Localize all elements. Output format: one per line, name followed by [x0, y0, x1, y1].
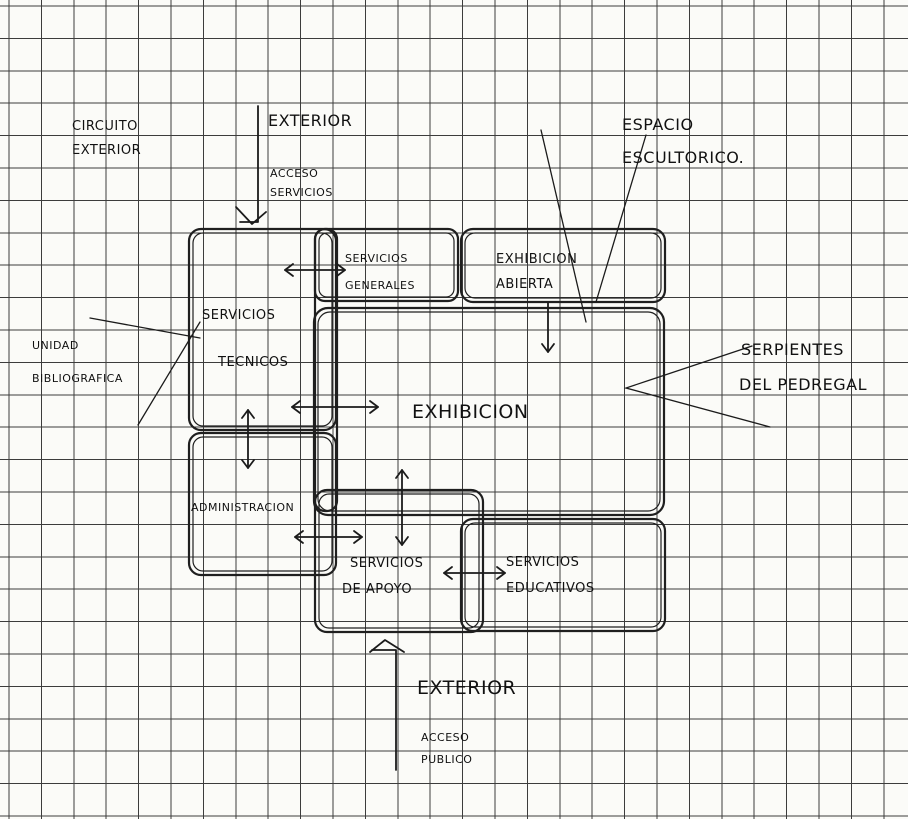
exhibicion-box-inner — [317, 311, 661, 512]
label-servicios-generales-2: GENERALES — [345, 279, 415, 292]
label-escultorico: ESCULTORICO. — [622, 148, 744, 167]
arrow-abierta-exhibicion — [541, 302, 555, 353]
serpientes-pointer — [623, 345, 771, 428]
arrow-apoyo-educativos — [443, 566, 506, 580]
administracion-box-inner — [192, 436, 333, 572]
pointer-lines — [89, 129, 771, 428]
arrow-exhibicion-apoyo — [395, 469, 409, 546]
unidad-pointer-1 — [89, 317, 201, 339]
label-exhibicion: EXHIBICION — [412, 401, 529, 423]
exhibicion-abierta-box — [459, 227, 667, 304]
arrow-acceso-publico — [369, 639, 405, 771]
label-unidad: UNIDAD — [32, 339, 79, 352]
label-del-pedregal: DEL PEDREGAL — [739, 375, 867, 394]
room-boxes — [187, 227, 667, 634]
label-bibliografica: BIBLIOGRAFICA — [32, 372, 123, 385]
servicios-apoyo-box — [313, 488, 485, 634]
labels: CIRCUITO EXTERIOR EXTERIOR ACCESO SERVIC… — [32, 111, 867, 766]
circulation-strip — [313, 227, 339, 513]
exhibicion-abierta-box-inner — [464, 232, 662, 299]
unidad-pointer-2 — [137, 321, 201, 426]
arrow-acceso-servicios — [235, 105, 267, 225]
label-acceso-publico-1: ACCESO — [421, 731, 469, 744]
label-exhibicion-abierta-2: ABIERTA — [496, 277, 553, 292]
label-exterior-top: EXTERIOR — [268, 111, 352, 130]
label-acceso-servicios-1: ACCESO — [270, 167, 318, 180]
label-servicios-tecnicos-1: SERVICIOS — [202, 308, 275, 323]
label-acceso-publico-2: PUBLICO — [421, 753, 472, 766]
label-servicios-apoyo-1: SERVICIOS — [350, 556, 423, 571]
servicios-educativos-box-inner — [464, 522, 662, 628]
servicios-generales-box-inner — [318, 232, 455, 298]
label-acceso-servicios-2: SERVICIOS — [270, 186, 333, 199]
label-servicios-tecnicos-2: TECNICOS — [217, 355, 288, 370]
servicios-apoyo-box-inner — [318, 493, 480, 629]
label-circuito-exterior: EXTERIOR — [72, 143, 141, 158]
arrow-tecnicos-exhibicion — [291, 400, 379, 414]
label-servicios-educativos-2: EDUCATIVOS — [506, 581, 595, 596]
label-servicios-generales-1: SERVICIOS — [345, 252, 408, 265]
label-exterior-bottom: EXTERIOR — [417, 677, 516, 699]
servicios-tecnicos-box-inner — [192, 232, 333, 427]
label-circuito: CIRCUITO — [72, 119, 138, 134]
label-exhibicion-abierta-1: EXHIBICION — [496, 252, 577, 267]
arrows — [235, 105, 555, 771]
arrow-tecnicos-administracion — [241, 409, 255, 469]
servicios-educativos-box — [459, 517, 667, 633]
label-espacio: ESPACIO — [622, 115, 694, 134]
label-serpientes: SERPIENTES — [741, 340, 844, 359]
label-servicios-educativos-1: SERVICIOS — [506, 555, 579, 570]
label-administracion: ADMINISTRACION — [191, 501, 294, 514]
label-servicios-apoyo-2: DE APOYO — [342, 582, 412, 597]
arrow-tecnicos-generales — [284, 263, 346, 277]
espacio-pointer-1 — [540, 129, 587, 323]
espacio-pointer-2 — [595, 134, 647, 303]
arrow-administracion-apoyo — [294, 530, 363, 544]
